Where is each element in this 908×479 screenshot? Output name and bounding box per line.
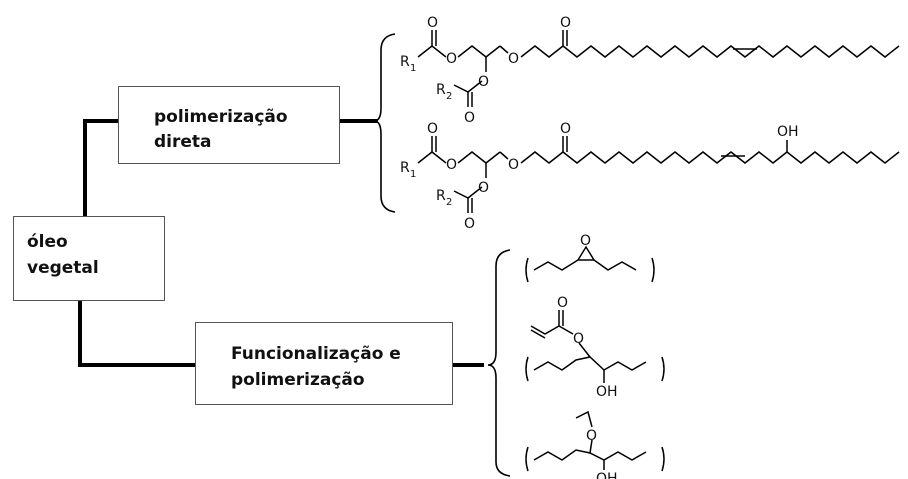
s2-carbonyl-o: O [427,121,438,137]
s2-r2-sub: 2 [446,197,452,208]
triglyceride-ricinoleic-structure [417,136,900,213]
s2-r1-sub: 1 [410,169,416,180]
oil-node: óleo vegetal [13,216,165,301]
s2-carbonyl-o3: O [464,216,475,232]
oil-to-direct-connector [83,119,118,216]
direct-label-line1: polimerização [154,107,288,127]
p3-ether-o: O [586,428,597,444]
s2-ester-o3: O [478,180,489,196]
s1-carbonyl-o3: O [464,110,475,126]
s2-ester-o2: O [508,157,519,173]
s2-ester-o: O [446,157,457,173]
s2-r2: R [436,188,446,204]
func-brace [487,249,511,477]
s1-ester-o2: O [508,51,519,67]
oil-label-line2: vegetal [27,258,99,278]
p3-hydroxyl: OH [596,471,618,479]
s2-r1: R [400,160,410,176]
p2-carbonyl-o: O [557,295,568,311]
p1-epoxide-o: O [580,233,591,249]
s1-carbonyl-o2: O [560,15,571,31]
p2-ester-o: O [573,331,584,347]
func-label-line2: polimerização [231,370,365,390]
s1-carbonyl-o: O [427,15,438,31]
s1-ester-o3: O [478,74,489,90]
oil-label-line1: óleo [27,232,68,252]
s2-hydroxyl: OH [777,124,799,140]
direct-label-line2: direta [154,132,212,152]
acrylate-polymer-structure [525,310,665,383]
triglyceride-oleic-structure [417,30,900,107]
s1-r1: R [400,54,410,70]
p2-hydroxyl: OH [596,384,618,400]
direct-polymerization-node: polimerização direta [118,86,340,164]
s1-r2-sub: 2 [446,91,452,102]
s1-r1-sub: 1 [410,63,416,74]
s1-r2: R [436,82,446,98]
func-label-line1: Funcionalização e [231,344,401,364]
direct-brace [373,33,396,213]
methoxy-polymer-structure [525,410,665,472]
s2-carbonyl-o2: O [560,121,571,137]
s1-ester-o: O [446,51,457,67]
epoxide-polymer-structure [525,245,655,283]
functionalization-node: Funcionalização e polimerização [195,322,453,405]
oil-to-func-connector [78,301,195,367]
